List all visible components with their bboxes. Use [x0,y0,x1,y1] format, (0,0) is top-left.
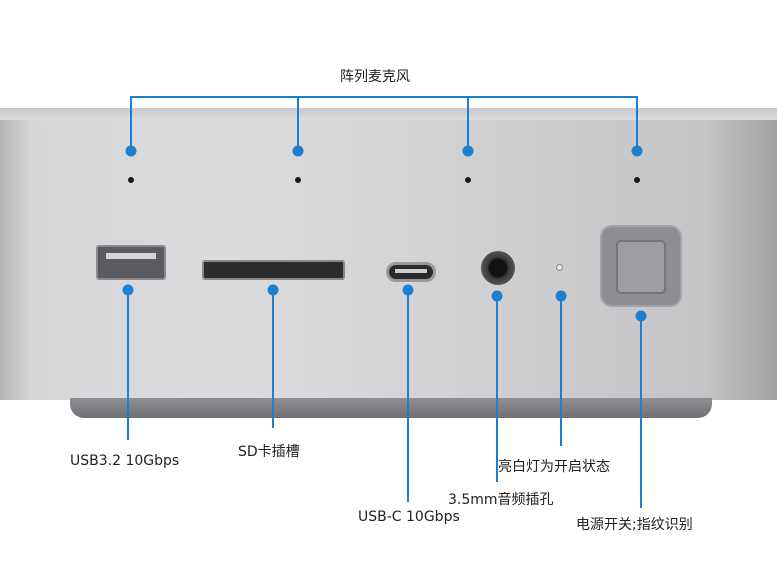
callout-dot [491,290,503,302]
callout-dot [462,145,474,157]
callout-dot [125,145,137,157]
sd-label: SD卡插槽 [238,444,300,460]
mic-callout-line [130,96,132,151]
callout-dot [635,310,647,322]
mic-hole [634,177,640,183]
audio-label: 3.5mm音频插孔 [448,492,554,508]
usb-a-port [96,245,166,280]
status-led [556,264,563,271]
sd-card-slot [202,260,345,280]
led-callout-line [560,296,562,446]
mic-callout-line [297,96,299,151]
mic-bracket [130,96,638,98]
mic-hole [295,177,301,183]
mic-callout-line [636,96,638,151]
usb-a-label: USB3.2 10Gbps [70,453,180,469]
usb-c-label: USB-C 10Gbps [358,509,460,525]
device-base [70,398,712,418]
callout-dot [122,284,134,296]
device-top-edge [0,108,777,120]
mic-hole [128,177,134,183]
callout-dot [555,290,567,302]
callout-dot [267,284,279,296]
led-label: 亮白灯为开启状态 [498,459,610,475]
sd-callout-line [272,290,274,428]
callout-dot [292,145,304,157]
audio-jack [481,251,515,285]
mic-callout-line [467,96,469,151]
power-callout-line [640,316,642,508]
callout-dot [402,284,414,296]
usb-c-callout-line [407,290,409,502]
usb-c-port [386,262,436,282]
power-label: 电源开关;指纹识别 [576,517,693,533]
usb-a-callout-line [127,290,129,440]
callout-dot [631,145,643,157]
mic-array-label: 阵列麦克风 [340,69,410,85]
audio-callout-line [496,296,498,482]
power-fingerprint-button [600,225,682,307]
mic-hole [465,177,471,183]
fingerprint-sensor [616,240,666,294]
